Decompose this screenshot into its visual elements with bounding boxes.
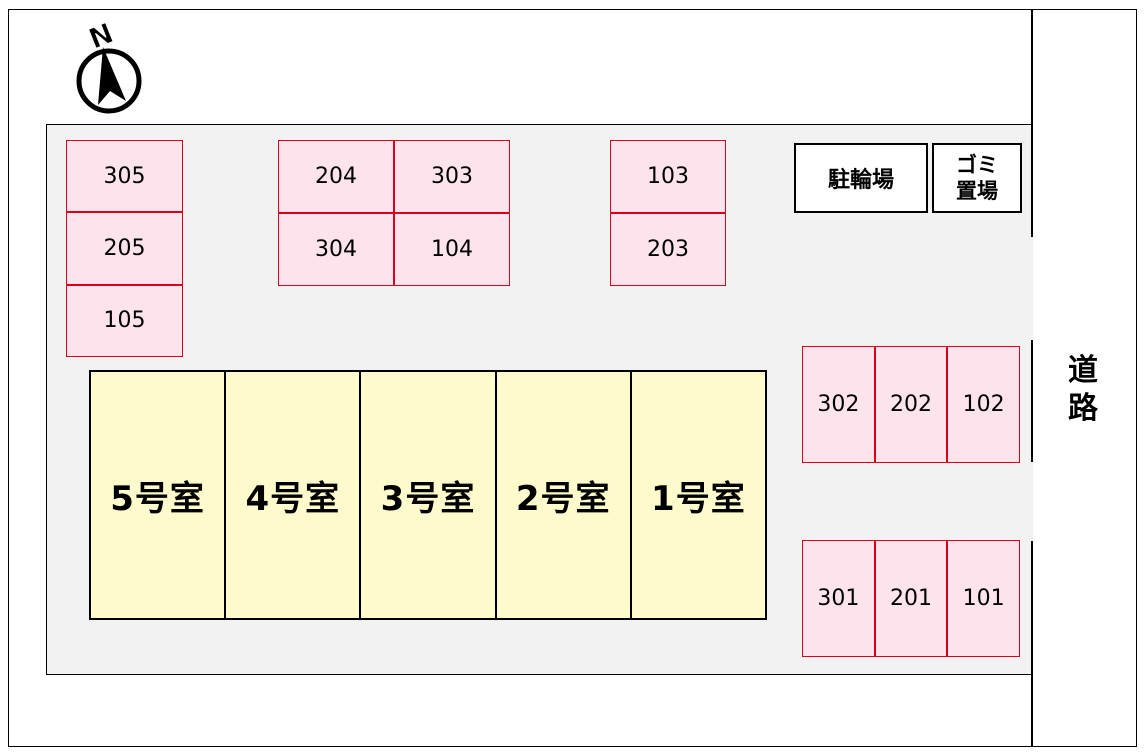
- parking-space: 202: [875, 347, 947, 462]
- road-label: 道 路: [1060, 352, 1106, 428]
- room-unit: 2号室: [496, 372, 630, 618]
- parking-space: 201: [875, 541, 947, 656]
- parking-space: 304: [279, 214, 393, 285]
- parking-space: 101: [948, 541, 1019, 656]
- map-frame: [8, 9, 1137, 747]
- north-arrow-icon: N: [76, 18, 142, 114]
- parking-space: 103: [611, 141, 725, 212]
- parking-space: 204: [279, 141, 393, 212]
- parking-space: 305: [67, 141, 182, 212]
- parking-group: 305 205 105: [66, 140, 183, 357]
- bicycle-parking: 駐輪場: [794, 143, 928, 213]
- parking-space: 102: [948, 347, 1019, 462]
- room-unit: 3号室: [361, 372, 495, 618]
- road-label-char: 道: [1068, 353, 1098, 388]
- apartment-building: 5号室 4号室 3号室 2号室 1号室: [89, 370, 767, 620]
- road-boundary-line: [1031, 541, 1033, 747]
- parking-space: 105: [67, 285, 182, 356]
- room-unit: 1号室: [631, 372, 765, 618]
- room-unit: 5号室: [91, 372, 225, 618]
- parking-space: 203: [611, 214, 725, 285]
- garbage-area-label: ゴミ: [956, 153, 998, 177]
- road-boundary-line: [1031, 9, 1033, 237]
- garbage-area: ゴミ 置場: [932, 143, 1022, 213]
- parking-space: 104: [395, 214, 509, 285]
- bicycle-parking-label: 駐輪場: [827, 168, 894, 193]
- parking-group: 103 203: [610, 140, 726, 286]
- garbage-area-label: 置場: [956, 179, 998, 203]
- parking-group: 302 202 102: [802, 346, 1020, 463]
- road-boundary-line: [1031, 340, 1033, 462]
- parking-space: 301: [803, 541, 874, 656]
- parking-space: 302: [803, 347, 874, 462]
- parking-space: 205: [67, 213, 182, 284]
- road-label-char: 路: [1068, 391, 1098, 426]
- parking-group: 301 201 101: [802, 540, 1020, 657]
- room-unit: 4号室: [226, 372, 360, 618]
- parking-space: 303: [395, 141, 509, 212]
- parking-group: 204 303 304 104: [278, 140, 510, 286]
